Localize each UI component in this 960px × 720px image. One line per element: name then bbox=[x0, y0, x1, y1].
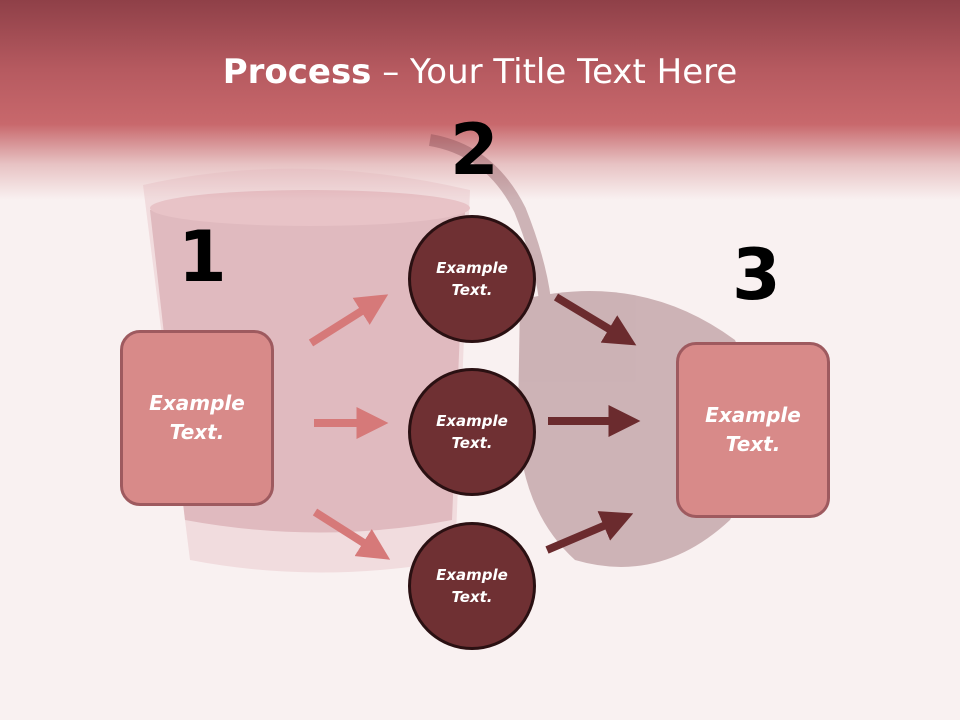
step-2-circle-top: Example Text. bbox=[408, 215, 536, 343]
arrow-2-to-3-top bbox=[553, 293, 637, 346]
step-2-circle-bottom: Example Text. bbox=[408, 522, 536, 650]
step-number-3: 3 bbox=[732, 234, 781, 316]
step-3-box: Example Text. bbox=[676, 342, 830, 518]
arrow-2-to-3-bottom bbox=[545, 511, 634, 554]
step-2-circle-middle: Example Text. bbox=[408, 368, 536, 496]
arrow-1-to-2-bottom bbox=[312, 508, 391, 560]
title-banner bbox=[0, 0, 960, 200]
slide-title: Process – Your Title Text Here bbox=[222, 52, 738, 92]
arrow-1-to-2-top bbox=[308, 294, 389, 347]
step-number-2: 2 bbox=[450, 109, 499, 191]
step-number-1: 1 bbox=[178, 216, 227, 298]
step-1-box: Example Text. bbox=[120, 330, 274, 506]
